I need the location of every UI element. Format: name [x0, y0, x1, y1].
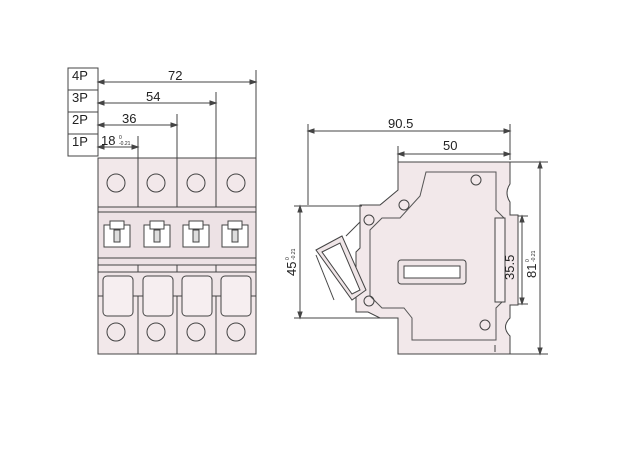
tol-lower-height-front: -0.21: [291, 248, 297, 260]
height-front-label: 45 0 -0.21: [284, 248, 299, 276]
side-hole-top-right: [470, 174, 482, 186]
terminal-screw-top-1: [106, 173, 126, 193]
pole-label-3p: 3P: [72, 90, 88, 105]
side-view: [294, 124, 548, 356]
terminal-screw-bottom-3: [186, 322, 206, 342]
side-toggle-lever: [315, 221, 367, 301]
side-hole-top-left: [398, 199, 410, 211]
terminal-screw-bottom-1: [106, 322, 126, 342]
terminal-screw-top-3: [186, 173, 206, 193]
terminal-screw-top-2: [146, 173, 166, 193]
dim-value-depth-front: 50: [443, 138, 457, 153]
toggle-handle-1: [103, 220, 131, 248]
pole-label-1p: 1P: [72, 134, 88, 149]
side-hole-bottom-right: [479, 319, 491, 331]
dim-value-rail: 35.5: [502, 255, 517, 280]
height-total-label: 81 0 -0.21: [524, 250, 539, 278]
toggle-handle-3: [182, 220, 210, 248]
terminal-screw-bottom-2: [146, 322, 166, 342]
front-view: [67, 67, 258, 355]
dim-value-2p: 36: [122, 111, 136, 126]
pole-label-4p: 4P: [72, 68, 88, 83]
dim-value-height-total: 81: [524, 264, 539, 278]
tol-upper-height-total: 0: [525, 259, 531, 262]
dim-value-depth-total: 90.5: [388, 116, 413, 131]
toggle-handle-4: [221, 220, 249, 248]
dim-value-4p: 72: [168, 68, 182, 83]
toggle-handle-2: [143, 220, 171, 248]
dim-value-3p: 54: [146, 89, 160, 104]
terminal-screw-bottom-4: [226, 322, 246, 342]
tol-lower-height-total: -0.21: [531, 250, 537, 262]
pole-label-2p: 2P: [72, 112, 88, 127]
dim-value-1p: 18: [101, 133, 115, 148]
breaker-body-side: [355, 161, 519, 355]
dim-value-height-front: 45: [284, 262, 299, 276]
tol-lower-1p: -0.21: [119, 141, 131, 147]
tol-upper-1p: 0: [119, 135, 122, 141]
tol-upper-height-front: 0: [285, 257, 291, 260]
terminal-screw-top-4: [226, 173, 246, 193]
rail-label: 35.5: [502, 255, 517, 280]
